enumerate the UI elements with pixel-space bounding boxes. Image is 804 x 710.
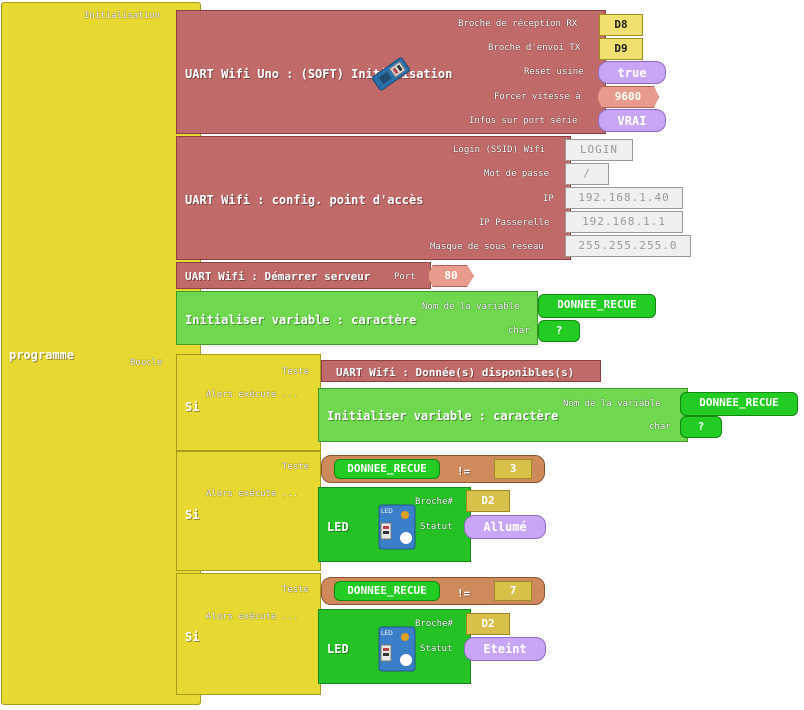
char-value[interactable]: ?	[538, 320, 580, 342]
if3-var[interactable]: DONNEE_RECUE	[334, 581, 440, 601]
if3-cmp[interactable]: 7	[494, 581, 532, 601]
speed-label: Forcer vitesse à	[494, 92, 581, 102]
if2-si: Si	[185, 508, 200, 522]
if3-status-label: Statut	[420, 644, 453, 654]
if1-condition-text: UART Wifi : Donnée(s) disponibles(s)	[336, 366, 575, 379]
char-label: char	[508, 326, 530, 336]
wifi-module-icon	[365, 48, 417, 100]
if1-char-value[interactable]: ?	[680, 416, 722, 438]
tx-label: Broche d'envoi TX	[488, 43, 581, 53]
port-value[interactable]: 80	[428, 265, 474, 287]
if1-name-value[interactable]: DONNEE_RECUE	[680, 392, 798, 416]
if1-condition[interactable]	[321, 360, 601, 382]
tx-value[interactable]: D9	[599, 38, 643, 60]
pass-value[interactable]: /	[565, 163, 609, 185]
if3-block[interactable]	[176, 573, 321, 695]
if3-led-label: LED	[327, 642, 349, 656]
if3-si: Si	[185, 630, 200, 644]
if1-block[interactable]	[176, 354, 321, 451]
gateway-label: IP Passerelle	[479, 218, 550, 228]
init-section-label: Initialisation	[84, 11, 160, 21]
if2-op[interactable]: !=	[457, 465, 471, 478]
if2-cmp[interactable]: 3	[494, 459, 532, 479]
init-var-title: Initialiser variable : caractère	[185, 313, 417, 327]
if2-pin-value[interactable]: D2	[466, 490, 510, 512]
if2-test-label: Teste	[282, 462, 310, 472]
loop-section-label: Boucle	[130, 358, 163, 368]
port-label: Port	[394, 272, 416, 282]
if3-then-label: Alors exécute ...	[206, 612, 299, 622]
rx-value[interactable]: D8	[599, 14, 643, 36]
mask-label: Masque de sous reseau	[430, 242, 544, 252]
if3-pin-value[interactable]: D2	[466, 613, 510, 635]
if2-status-value[interactable]: Allumé	[464, 515, 546, 539]
ip-value[interactable]: 192.168.1.40	[565, 187, 683, 209]
svg-text:LED: LED	[381, 508, 393, 515]
var-name-value[interactable]: DONNEE_RECUE	[538, 294, 656, 318]
gateway-value[interactable]: 192.168.1.1	[565, 211, 683, 233]
led-module-icon: LED	[377, 503, 417, 551]
if1-test-label: Teste	[282, 367, 310, 377]
rx-label: Broche de réception RX	[458, 19, 578, 29]
program-label: programme	[9, 348, 75, 362]
if3-status-value[interactable]: Eteint	[464, 637, 546, 661]
serial-value[interactable]: VRAI	[598, 109, 666, 132]
ssid-value[interactable]: LOGIN	[565, 139, 633, 161]
if2-led-label: LED	[327, 520, 349, 534]
reset-value[interactable]: true	[598, 61, 666, 84]
if3-test-label: Teste	[282, 585, 310, 595]
if1-si: Si	[185, 400, 200, 414]
pass-label: Mot de passe	[484, 169, 550, 179]
if2-status-label: Statut	[420, 522, 453, 532]
if3-op[interactable]: !=	[457, 587, 471, 600]
if2-block[interactable]	[176, 451, 321, 571]
if1-char-label: char	[649, 422, 671, 432]
led-module-icon: LED	[377, 625, 417, 673]
if2-pin-label: Broche#	[415, 497, 453, 507]
if2-then-label: Alors exécute ...	[206, 489, 299, 499]
if1-name-label: Nom de la variable	[563, 399, 661, 409]
program-block[interactable]	[1, 2, 201, 705]
if2-var[interactable]: DONNEE_RECUE	[334, 459, 440, 479]
if1-then-label: Alors exécute ...	[206, 390, 299, 400]
mask-value[interactable]: 255.255.255.0	[565, 235, 691, 257]
uart-config-block[interactable]	[176, 136, 571, 260]
uart-server-title: UART Wifi : Démarrer serveur	[185, 270, 371, 283]
svg-text:LED: LED	[381, 630, 393, 637]
ssid-label: Login (SSID) Wifi	[453, 145, 546, 155]
uart-config-title: UART Wifi : config. point d'accès	[185, 193, 424, 207]
if1-init-var-block[interactable]	[318, 388, 688, 442]
ip-label: IP	[543, 194, 554, 204]
speed-value[interactable]: 9600	[597, 86, 659, 108]
uart-server-block[interactable]	[176, 262, 431, 289]
reset-label: Reset usine	[524, 67, 584, 77]
serial-label: Infos sur port série	[469, 116, 578, 126]
if3-pin-label: Broche#	[415, 619, 453, 629]
if1-init-title: Initialiser variable : caractère	[327, 409, 559, 423]
init-var-block[interactable]	[176, 291, 538, 345]
var-name-label: Nom de la variable	[422, 302, 520, 312]
